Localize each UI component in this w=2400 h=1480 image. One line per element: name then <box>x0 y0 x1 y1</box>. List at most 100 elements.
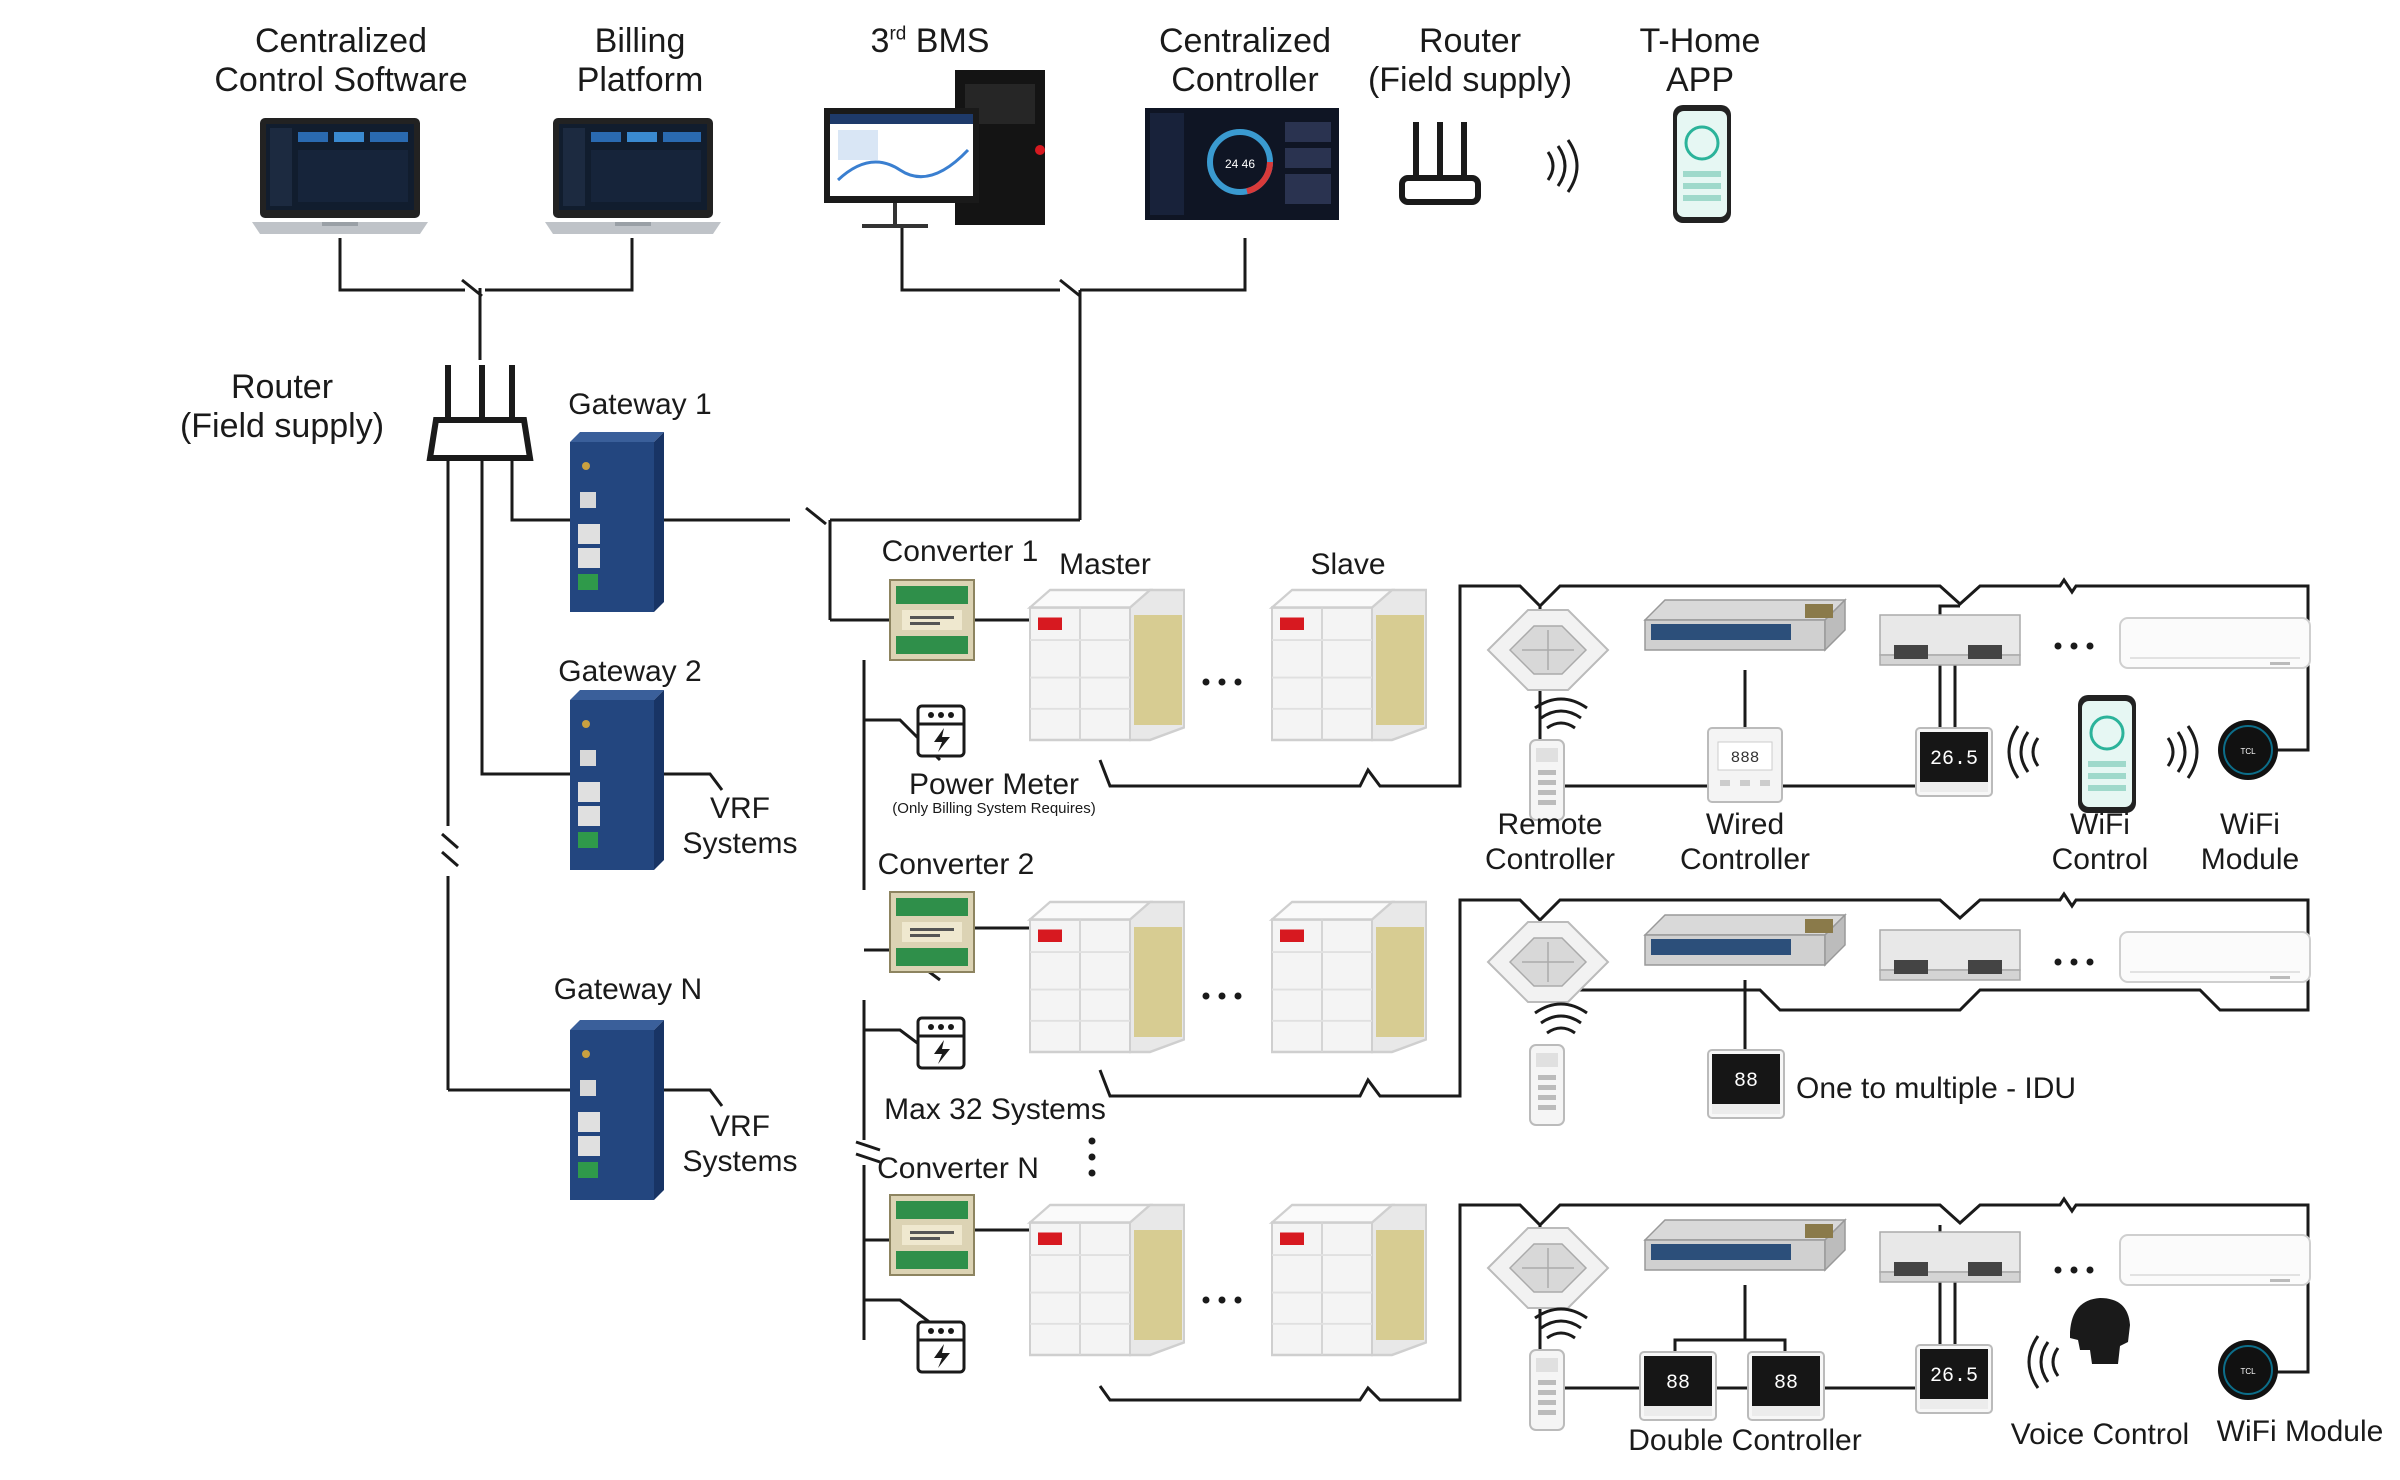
gateway-n-label: Gateway N <box>553 973 703 1006</box>
bms-workstation <box>824 70 1045 228</box>
thermostat-display: 26.5 <box>1930 1365 1978 1388</box>
remote-controller <box>1529 1044 1565 1126</box>
controller-display: 88 <box>1734 1070 1758 1093</box>
wifi-control-thermostat: 26.5 <box>1915 727 1993 797</box>
voice-head-icon <box>2070 1298 2130 1364</box>
gateway-2-label: Gateway 2 <box>558 655 702 688</box>
power-meter-2 <box>916 1016 966 1070</box>
ducted-idu-n <box>1644 1219 1846 1271</box>
max32-label: Max 32 Systems <box>884 1093 1106 1126</box>
wifi-waves-icon <box>2007 724 2040 780</box>
ellipsis-dots <box>1202 642 2094 1304</box>
converter-n <box>889 1194 975 1276</box>
power-meter-n <box>916 1320 966 1374</box>
cassette-idu-1 <box>1487 609 1609 691</box>
svg-text:24 46: 24 46 <box>1225 157 1255 171</box>
wifi-waves-icon <box>2166 724 2199 780</box>
gateway-n <box>570 1020 664 1200</box>
lowprofile-idu-2 <box>1879 929 2021 981</box>
thome-label: T-Home APP <box>1620 22 1780 100</box>
wifi-control-label: WiFi Control <box>2040 808 2160 877</box>
double-controller-a: 88 <box>1639 1351 1717 1421</box>
odu-master-2 <box>1028 900 1186 1054</box>
top-router-label-line1: Router <box>1418 22 1522 60</box>
wifi-waves-icon <box>1546 138 1579 194</box>
bms-superscript: rd <box>889 23 907 45</box>
voice-thermostat: 26.5 <box>1915 1344 1993 1414</box>
billing-laptop <box>545 118 721 234</box>
ducted-idu-1 <box>1644 599 1846 651</box>
one-to-multi-controller: 88 <box>1707 1049 1785 1119</box>
left-router-label: Router (Field supply) <box>160 368 404 446</box>
controller-display: 88 <box>1774 1372 1798 1395</box>
converter-1-label: Converter 1 <box>881 535 1039 568</box>
cc-label-line1: Centralized <box>1159 22 1331 60</box>
wired-controller <box>1707 727 1783 803</box>
left-router-label-line2: (Field supply) <box>179 407 385 446</box>
wifi-control-line1: WiFi <box>2070 808 2130 841</box>
wall-idu-1 <box>2119 617 2311 669</box>
bms-text: BMS <box>906 22 990 60</box>
gateway-2 <box>570 690 664 870</box>
wifi-module-n <box>2217 1339 2279 1401</box>
centralized-controller-screen: 24 46 <box>1145 108 1339 220</box>
ccs-label: Centralized Control Software <box>196 22 486 100</box>
power-meter-note: (Only Billing System Requires) <box>892 800 1096 817</box>
voice-control-label: Voice Control <box>2010 1418 2190 1451</box>
wired-controller-label: Wired Controller <box>1665 808 1825 877</box>
left-router-label-line1: Router <box>230 368 334 406</box>
lowprofile-idu-n <box>1879 1231 2021 1283</box>
wifi-module-line1: WiFi <box>2220 808 2280 841</box>
remote-controller-label: Remote Controller <box>1470 808 1630 877</box>
vrf-label-line1: VRF <box>710 792 770 825</box>
converter-1 <box>889 579 975 661</box>
one-to-multi-label: One to multiple - IDU <box>1796 1072 2077 1105</box>
lowprofile-idu-1 <box>1879 614 2021 666</box>
gateway-1 <box>570 432 664 612</box>
gateway-1-label: Gateway 1 <box>568 388 712 421</box>
router-icon <box>426 365 534 461</box>
thome-label-line2: APP <box>1665 61 1735 100</box>
cc-label-line2: Controller <box>1171 61 1319 100</box>
double-controller-b: 88 <box>1747 1351 1825 1421</box>
cc-label: Centralized Controller <box>1130 22 1360 100</box>
router-icon <box>1399 122 1481 205</box>
wall-idu-2 <box>2119 931 2311 983</box>
converter-n-label: Converter N <box>877 1152 1039 1185</box>
wired-label-line2: Controller <box>1679 842 1811 876</box>
master-label: Master <box>1059 548 1151 581</box>
odu-master-n <box>1028 1203 1186 1357</box>
ducted-idu-2 <box>1644 914 1846 966</box>
wifi-module-label: WiFi Module <box>2190 808 2310 877</box>
ccs-label-line1: Centralized <box>255 22 427 60</box>
remote-label-line2: Controller <box>1484 842 1616 876</box>
wifi-module-n-label: WiFi Module <box>2216 1415 2384 1448</box>
odu-slave-1 <box>1270 588 1428 742</box>
vrf-label-2: VRF Systems <box>680 792 800 861</box>
power-meter-1 <box>916 704 966 758</box>
remote-label-line1: Remote <box>1497 808 1603 841</box>
wifi-module-1 <box>2217 719 2279 781</box>
bms-label: 3rd BMS <box>840 22 1020 61</box>
wifi-control-phone <box>2076 693 2138 815</box>
odu-master-1 <box>1028 588 1186 742</box>
wifi-signal-icon <box>1533 1307 1589 1340</box>
connection-lines <box>338 228 2310 1402</box>
thome-phone <box>1671 103 1733 225</box>
cassette-idu-n <box>1487 1227 1609 1309</box>
double-controller-label: Double Controller <box>1628 1424 1862 1457</box>
wifi-signal-icon <box>1533 1002 1589 1035</box>
converter-2 <box>889 891 975 973</box>
bms-number: 3 <box>870 22 890 60</box>
ccs-label-line2: Control Software <box>214 61 468 100</box>
wired-label-line1: Wired <box>1705 808 1785 841</box>
vertical-dots <box>1088 1137 1096 1177</box>
billing-label-line2: Platform <box>576 61 704 100</box>
wall-idu-n <box>2119 1234 2311 1286</box>
thome-label-line1: T-Home <box>1639 22 1761 60</box>
remote-controller <box>1529 1349 1565 1431</box>
odu-slave-n <box>1270 1203 1428 1357</box>
top-router-label: Router (Field supply) <box>1355 22 1585 100</box>
vrf-label-line1: VRF <box>710 1110 770 1143</box>
